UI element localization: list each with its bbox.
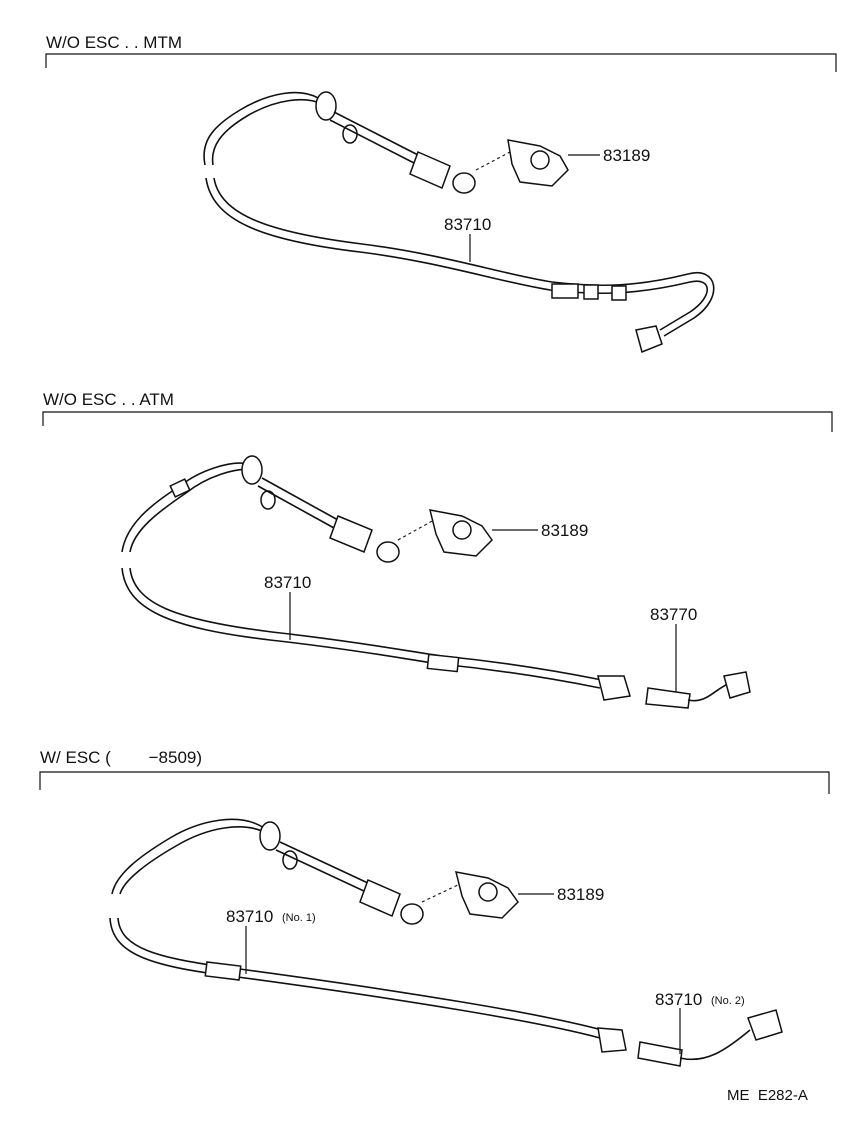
cable-shaft-outer xyxy=(257,485,335,529)
section-heading-atm: W/O ESC . . ATM xyxy=(43,390,174,409)
adapter-bend xyxy=(687,683,729,702)
cable-upper-segment-outer xyxy=(129,468,253,553)
section-atm: W/O ESC . . ATM 83189 83710 83770 xyxy=(42,390,833,709)
assembly-line xyxy=(397,519,435,541)
cable-shaft xyxy=(279,841,371,885)
speedometer-cable xyxy=(121,567,601,689)
cable-upper-segment-outer xyxy=(119,826,269,895)
section-bracket xyxy=(45,53,837,72)
cable-connector xyxy=(409,150,451,190)
part-number-83189: 83189 xyxy=(603,146,650,165)
grommet xyxy=(241,455,263,485)
cable-sleeve xyxy=(426,653,460,673)
cable-upper-segment-outer xyxy=(211,99,323,166)
part-number-83710: 83710 xyxy=(444,215,491,234)
cable-meter-end xyxy=(597,675,631,701)
cable-sleeve xyxy=(204,961,242,981)
cable-connector xyxy=(359,878,401,918)
section-bracket xyxy=(39,771,830,794)
cable-shaft-outer xyxy=(329,119,417,165)
speedometer-cable-no1 xyxy=(109,917,601,1039)
cable-connector xyxy=(329,515,373,553)
assembly-line xyxy=(475,151,511,171)
speed-sensor-gear xyxy=(530,150,550,170)
cable-shaft xyxy=(333,111,421,157)
cable-upper-segment xyxy=(121,462,249,553)
cable-ring xyxy=(611,285,627,301)
assembly-line xyxy=(421,883,461,903)
part-suffix-no2: (No. 2) xyxy=(711,995,745,1007)
grommet xyxy=(315,91,337,121)
speedometer-cable-outer xyxy=(129,567,603,681)
cable-meter-end xyxy=(635,325,663,354)
section-heading-mtm: W/O ESC . . MTM xyxy=(46,33,182,52)
part-number-83770: 83770 xyxy=(650,605,697,624)
section-mtm: W/O ESC . . MTM 83189 83710 xyxy=(45,33,837,354)
section-heading-esc: W/ ESC ( −8509) xyxy=(40,748,202,767)
cable-upper-segment xyxy=(111,818,265,895)
speed-sensor-gear xyxy=(478,882,498,902)
part-number-83710: 83710 xyxy=(264,573,311,592)
cable-meter-end xyxy=(597,1027,627,1053)
cable-connector-end xyxy=(452,172,476,194)
adapter-body xyxy=(645,687,691,709)
cable-shaft-outer xyxy=(275,849,367,893)
section-bracket xyxy=(42,411,833,432)
adapter-end xyxy=(723,671,751,699)
cable-connector-end xyxy=(400,903,424,925)
cable-upper-segment xyxy=(203,91,319,166)
grommet xyxy=(259,821,281,851)
section-esc: W/ ESC ( −8509) 83189 83710 (No. 1) 8371… xyxy=(39,748,830,1067)
cable-no2-end xyxy=(747,1009,783,1041)
speed-sensor-gear xyxy=(452,520,472,540)
cable-sleeve xyxy=(169,478,191,498)
cable-sleeve xyxy=(551,283,579,299)
speedometer-cable-outer xyxy=(213,177,715,337)
cable-connector-end xyxy=(376,541,400,563)
cable-no2-bend xyxy=(679,1029,751,1061)
cable-shaft xyxy=(261,477,339,521)
cable-ring xyxy=(583,284,599,300)
part-number-83710-no1: 83710 xyxy=(226,907,273,926)
speedometer-cable-no1-outer xyxy=(117,917,603,1031)
cable-no2-body xyxy=(637,1041,683,1067)
speedometer-cable xyxy=(205,177,708,331)
part-number-83189: 83189 xyxy=(541,521,588,540)
part-number-83189: 83189 xyxy=(557,885,604,904)
part-suffix-no1: (No. 1) xyxy=(282,912,316,924)
part-number-83710-no2: 83710 xyxy=(655,990,702,1009)
figure-code: ME E282-A xyxy=(727,1087,808,1104)
